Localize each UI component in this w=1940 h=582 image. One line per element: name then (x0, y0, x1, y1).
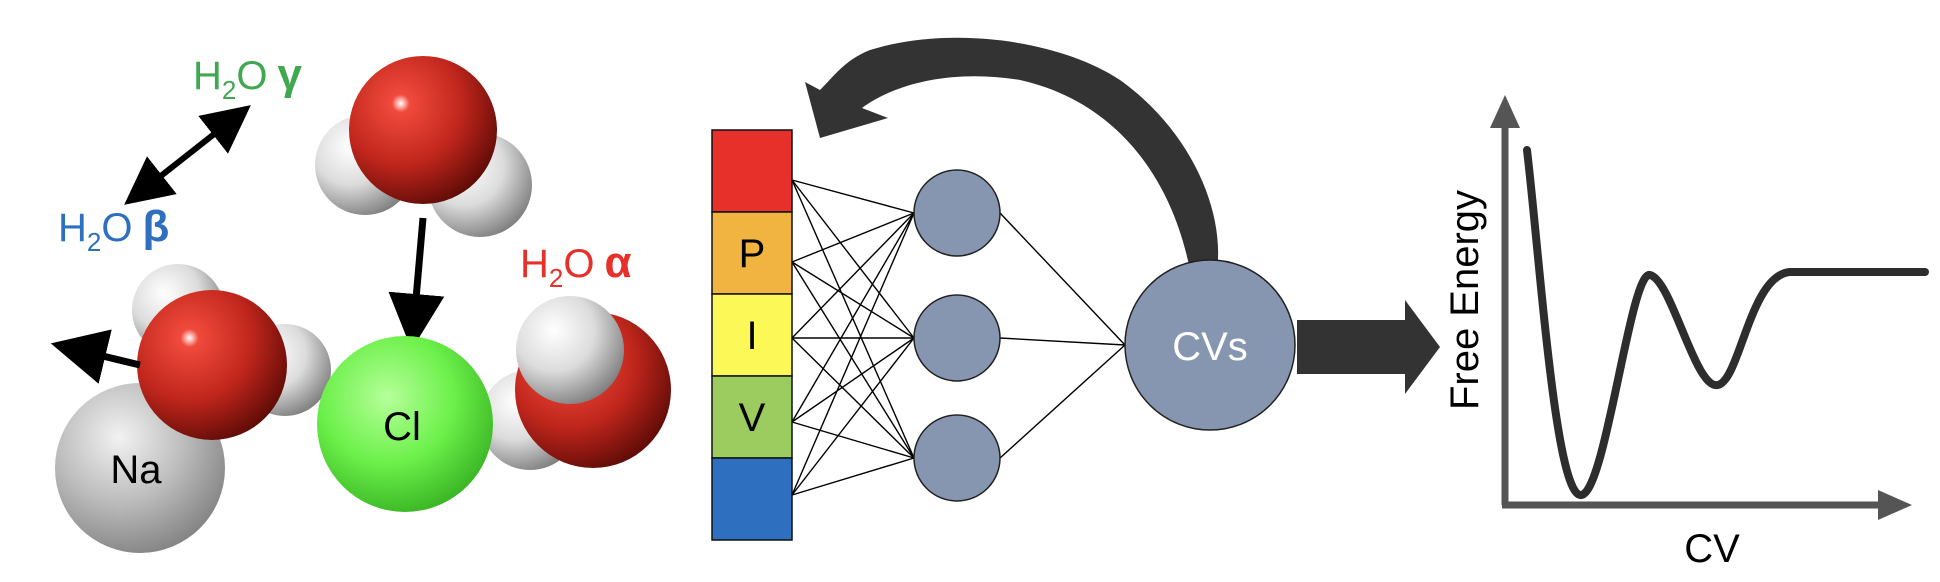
chloride-ion: Cl (317, 336, 493, 512)
edge-input-2-hidden-1 (791, 212, 915, 263)
beta-displacement-arrow (50, 329, 141, 384)
neural-network: PIV CVs (711, 37, 1440, 541)
vector-cell-label-3: I (746, 314, 757, 358)
hidden-node-1 (913, 169, 1001, 257)
edge-hidden-1-output (999, 212, 1126, 346)
edge-input-4-hidden-2 (791, 337, 915, 423)
water-molecule-top (315, 56, 532, 237)
feedback-arrow (805, 37, 1219, 271)
free-energy-curve (1523, 146, 1929, 499)
edge-input-5-hidden-1 (791, 212, 915, 496)
edge-input-5-hidden-3 (791, 457, 915, 496)
edge-input-5-hidden-2 (791, 337, 915, 496)
hidden-node-2 (913, 294, 1001, 382)
feature-vector: PIV (711, 129, 793, 541)
vector-cell-4 (711, 375, 793, 459)
vector-cell-3 (711, 293, 793, 377)
edge-input-2-hidden-3 (791, 261, 915, 459)
edge-input-1-hidden-1 (791, 179, 915, 214)
water-molecule-beta (132, 264, 331, 440)
edge-input-1-hidden-3 (791, 179, 915, 459)
cvs-node: CVs (1124, 259, 1296, 431)
edge-input-4-hidden-1 (791, 212, 915, 423)
hidden-output-connections (999, 212, 1126, 459)
vector-cell-1 (711, 129, 793, 213)
svg-text:Cl: Cl (383, 405, 421, 449)
vector-cell-label-4: V (739, 396, 766, 440)
vector-cell-2 (711, 211, 793, 295)
beta-gamma-arrow (124, 105, 251, 205)
edge-input-3-hidden-1 (791, 212, 915, 339)
vector-cell-label-2: P (739, 232, 766, 276)
free-energy-plot: Free Energy CV (1443, 95, 1929, 571)
svg-text:Na: Na (110, 448, 162, 492)
y-axis-arrowhead (1490, 95, 1520, 128)
edge-input-3-hidden-3 (791, 337, 915, 459)
y-axis-label: Free Energy (1443, 190, 1487, 410)
edge-input-4-hidden-3 (791, 421, 915, 459)
edge-input-1-hidden-2 (791, 179, 915, 339)
water-molecule-alpha (480, 296, 671, 470)
edge-hidden-3-output (999, 344, 1126, 459)
x-axis-arrowhead (1878, 490, 1912, 520)
output-arrow (1297, 300, 1440, 394)
hidden-node-3 (913, 414, 1001, 502)
water-to-cl-arrow (388, 217, 445, 350)
edge-input-2-hidden-2 (791, 261, 915, 339)
x-axis-label: CV (1684, 527, 1740, 571)
svg-text:CVs: CVs (1172, 325, 1248, 369)
input-hidden-connections (791, 179, 915, 496)
vector-cell-5 (711, 457, 793, 541)
edge-hidden-2-output (999, 337, 1126, 346)
